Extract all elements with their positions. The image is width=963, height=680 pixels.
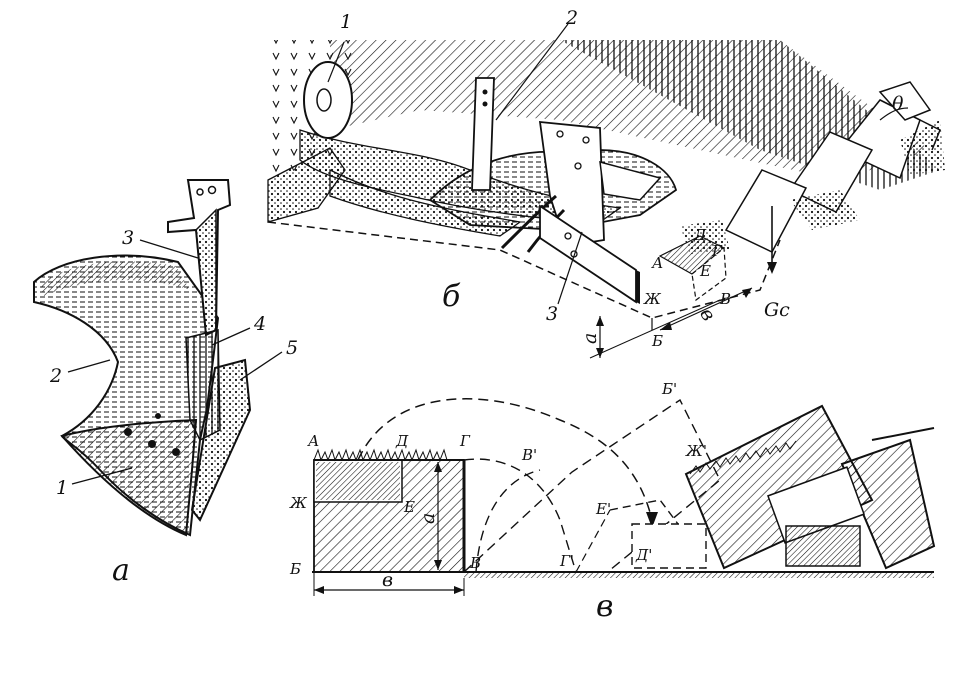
callout-a-4: 4 — [253, 313, 266, 335]
callout-a-1: 1 — [56, 477, 68, 499]
label-c-V1: В' — [521, 446, 537, 464]
callout-b-1: 1 — [340, 11, 352, 33]
figure-a-plough-body: 3 2 1 4 5 а — [33, 179, 298, 588]
dim-c-width: в — [382, 569, 393, 591]
callout-a-5: 5 — [286, 337, 298, 359]
furrow-slice-2 — [724, 169, 808, 253]
callout-a-3: 3 — [122, 227, 134, 249]
share — [60, 418, 198, 537]
label-c-B: Б — [289, 560, 301, 578]
callout-b-2: 2 — [565, 7, 578, 29]
caption-a: а — [112, 553, 130, 588]
label-c-Zh: Ж — [289, 494, 308, 512]
angle-label: θ — [892, 93, 904, 115]
landside — [190, 358, 252, 522]
figure-c-slice-turning: А Д Г Ж Е Б В В' Б' Ж' Е' Д' Г' а в в — [289, 380, 936, 624]
label-c-E: Е — [403, 498, 415, 516]
label-c-G1: Г' — [559, 552, 574, 570]
slice-turned-2 — [840, 438, 936, 570]
figure-b-ploughing: 1 2 3 А Д Е Г Ж Б В а в Gc θ б — [262, 7, 945, 359]
label-c-V: В — [469, 554, 481, 572]
label-b-E: Е — [699, 262, 711, 280]
caption-c: в — [596, 589, 613, 624]
label-b-A: А — [651, 254, 663, 272]
caption-b: б — [442, 279, 461, 314]
label-b-B: Б — [651, 332, 663, 350]
label-b-V: В — [719, 290, 731, 308]
callout-a-2: 2 — [49, 365, 62, 387]
label-c-D1: Д' — [635, 546, 652, 564]
dim-c-depth: а — [417, 513, 439, 524]
label-c-A: А — [307, 432, 319, 450]
label-b-D: Д — [693, 226, 707, 244]
label-c-D: Д — [395, 432, 409, 450]
force-label: Gc — [764, 299, 790, 321]
label-c-E1: Е' — [595, 500, 611, 518]
label-c-B1: Б' — [661, 380, 677, 398]
label-b-G: Г — [711, 242, 723, 260]
dim-b-width: в — [695, 304, 720, 325]
callout-b-3: 3 — [546, 303, 558, 325]
dim-b-depth: а — [579, 333, 601, 344]
label-c-G: Г — [459, 432, 471, 450]
label-c-Zh1: Ж' — [685, 442, 707, 460]
label-b-Zh: Ж — [643, 290, 662, 308]
